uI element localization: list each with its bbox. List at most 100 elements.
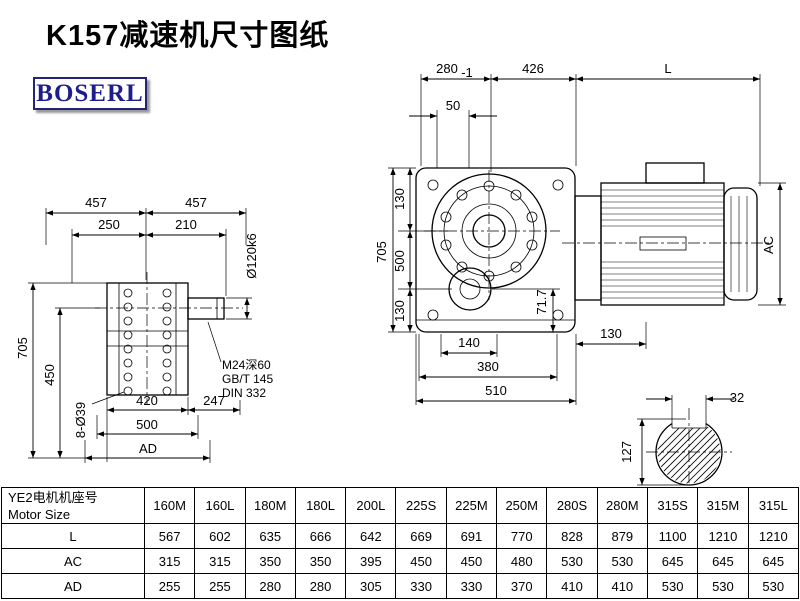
dim-426: 426 [522,61,544,76]
thread-note-line1: M24深60 [222,358,271,372]
column-header: 315M [697,487,749,524]
table-row-AD: AD 255 255 280 280 305 330 330 370 410 4… [1,573,800,599]
dim-140: 140 [458,335,480,350]
dim-510: 510 [485,383,507,398]
column-header: 225M [445,487,498,524]
front-view-outline [95,272,243,404]
brand-logo: BOSERL [33,77,147,110]
column-header: 225S [395,487,447,524]
column-header: 250M [496,487,548,524]
side-view: 280 -1 426 L 50 705 130 500 [374,61,786,405]
column-header: 160L [194,487,246,524]
table-cell: 315 [143,548,196,574]
column-header: 160M [143,487,196,524]
table-cell: 350 [294,548,347,574]
table-cell: 828 [546,523,598,549]
dim-457-right: 457 [185,195,207,210]
dim-L: L [664,61,671,76]
table-cell: 669 [395,523,447,549]
dim-705-front: 705 [15,337,30,359]
table-cell: 666 [294,523,347,549]
table-cell: 450 [445,548,498,574]
dim-71-7: 71.7 [534,289,549,314]
table-cell: 255 [194,573,246,599]
table-cell: 450 [395,548,447,574]
table-cell: 770 [496,523,548,549]
dim-130-bottom: 130 [392,300,407,322]
table-cell: 370 [496,573,548,599]
thread-note-line3: DIN 332 [222,386,266,400]
front-view: 457 457 250 210 Ø120k6 705 450 [15,195,273,463]
table-cell: 410 [596,573,648,599]
table-cell: 645 [697,548,749,574]
table-cell: 567 [143,523,196,549]
technical-drawing: 457 457 250 210 Ø120k6 705 450 [15,61,786,486]
motor-size-table: YE2电机机座号 Motor Size 160M 160L 180M 180L … [1,487,800,599]
front-view-dimensions: 457 457 250 210 Ø120k6 705 450 [15,195,273,463]
table-cell: 1100 [646,523,699,549]
table-cell: 530 [646,573,699,599]
table-cell: 395 [345,548,397,574]
table-cell: 480 [496,548,548,574]
dim-500-side: 500 [392,250,407,272]
dim-280: 280 [436,61,458,76]
dim-130-right: 130 [600,326,622,341]
table-cell: 280 [294,573,347,599]
column-header: 200L [345,487,397,524]
column-header: 280M [596,487,648,524]
holes-note: 8-Ø39 [73,402,88,438]
shaft-section-dimensions: 127 32 [619,390,744,486]
table-cell: 410 [546,573,598,599]
dim-AD: AD [139,441,157,456]
dim-AC: AC [761,236,776,254]
dim-210: 210 [175,217,197,232]
table-cell: 691 [445,523,498,549]
dim-450: 450 [42,364,57,386]
column-header: 315L [747,487,800,524]
table-cell: 530 [747,573,800,599]
dim-shaft-diameter: Ø120k6 [244,233,259,279]
dim-380: 380 [477,359,499,374]
column-header: 180M [244,487,296,524]
table-cell: 255 [143,573,196,599]
motor-size-label-cn: YE2电机机座号 [8,489,98,505]
table-cell: 602 [194,523,246,549]
dim-280-tolerance: -1 [461,65,473,80]
thread-note-line2: GB/T 145 [222,372,273,386]
table-cell: 645 [646,548,699,574]
table-cell: 330 [395,573,447,599]
table-cell: 280 [244,573,296,599]
side-view-dimensions: 280 -1 426 L 50 705 130 500 [374,61,786,405]
table-row-L: L 567 602 635 666 642 669 691 770 828 87… [1,523,800,549]
table-cell: 350 [244,548,296,574]
table-row-AC: AC 315 315 350 350 395 450 450 480 530 5… [1,548,800,574]
table-cell: 1210 [697,523,749,549]
shaft-cross-section: 127 32 [619,390,744,486]
dim-50: 50 [446,98,460,113]
dim-130-top: 130 [392,188,407,210]
motor-size-label-en: Motor Size [8,506,71,522]
row-label-AC: AC [1,548,145,574]
column-header: 280S [546,487,598,524]
dim-247: 247 [203,393,225,408]
table-cell: 645 [747,548,800,574]
table-cell: 879 [596,523,648,549]
gearbox-outline [415,167,576,333]
column-header: 180L [294,487,347,524]
column-header: 315S [646,487,699,524]
motor-size-header-cell: YE2电机机座号 Motor Size [1,487,145,524]
dim-32: 32 [730,390,744,405]
dim-457-left: 457 [85,195,107,210]
dim-420: 420 [136,393,158,408]
dim-705-side: 705 [374,241,389,263]
table-cell: 530 [546,548,598,574]
table-cell: 330 [445,573,498,599]
dim-127: 127 [619,441,634,463]
table-cell: 315 [194,548,246,574]
table-cell: 530 [596,548,648,574]
table-header-row: YE2电机机座号 Motor Size 160M 160L 180M 180L … [1,487,800,524]
dim-500-front: 500 [136,417,158,432]
row-label-L: L [1,523,145,549]
table-cell: 530 [697,573,749,599]
